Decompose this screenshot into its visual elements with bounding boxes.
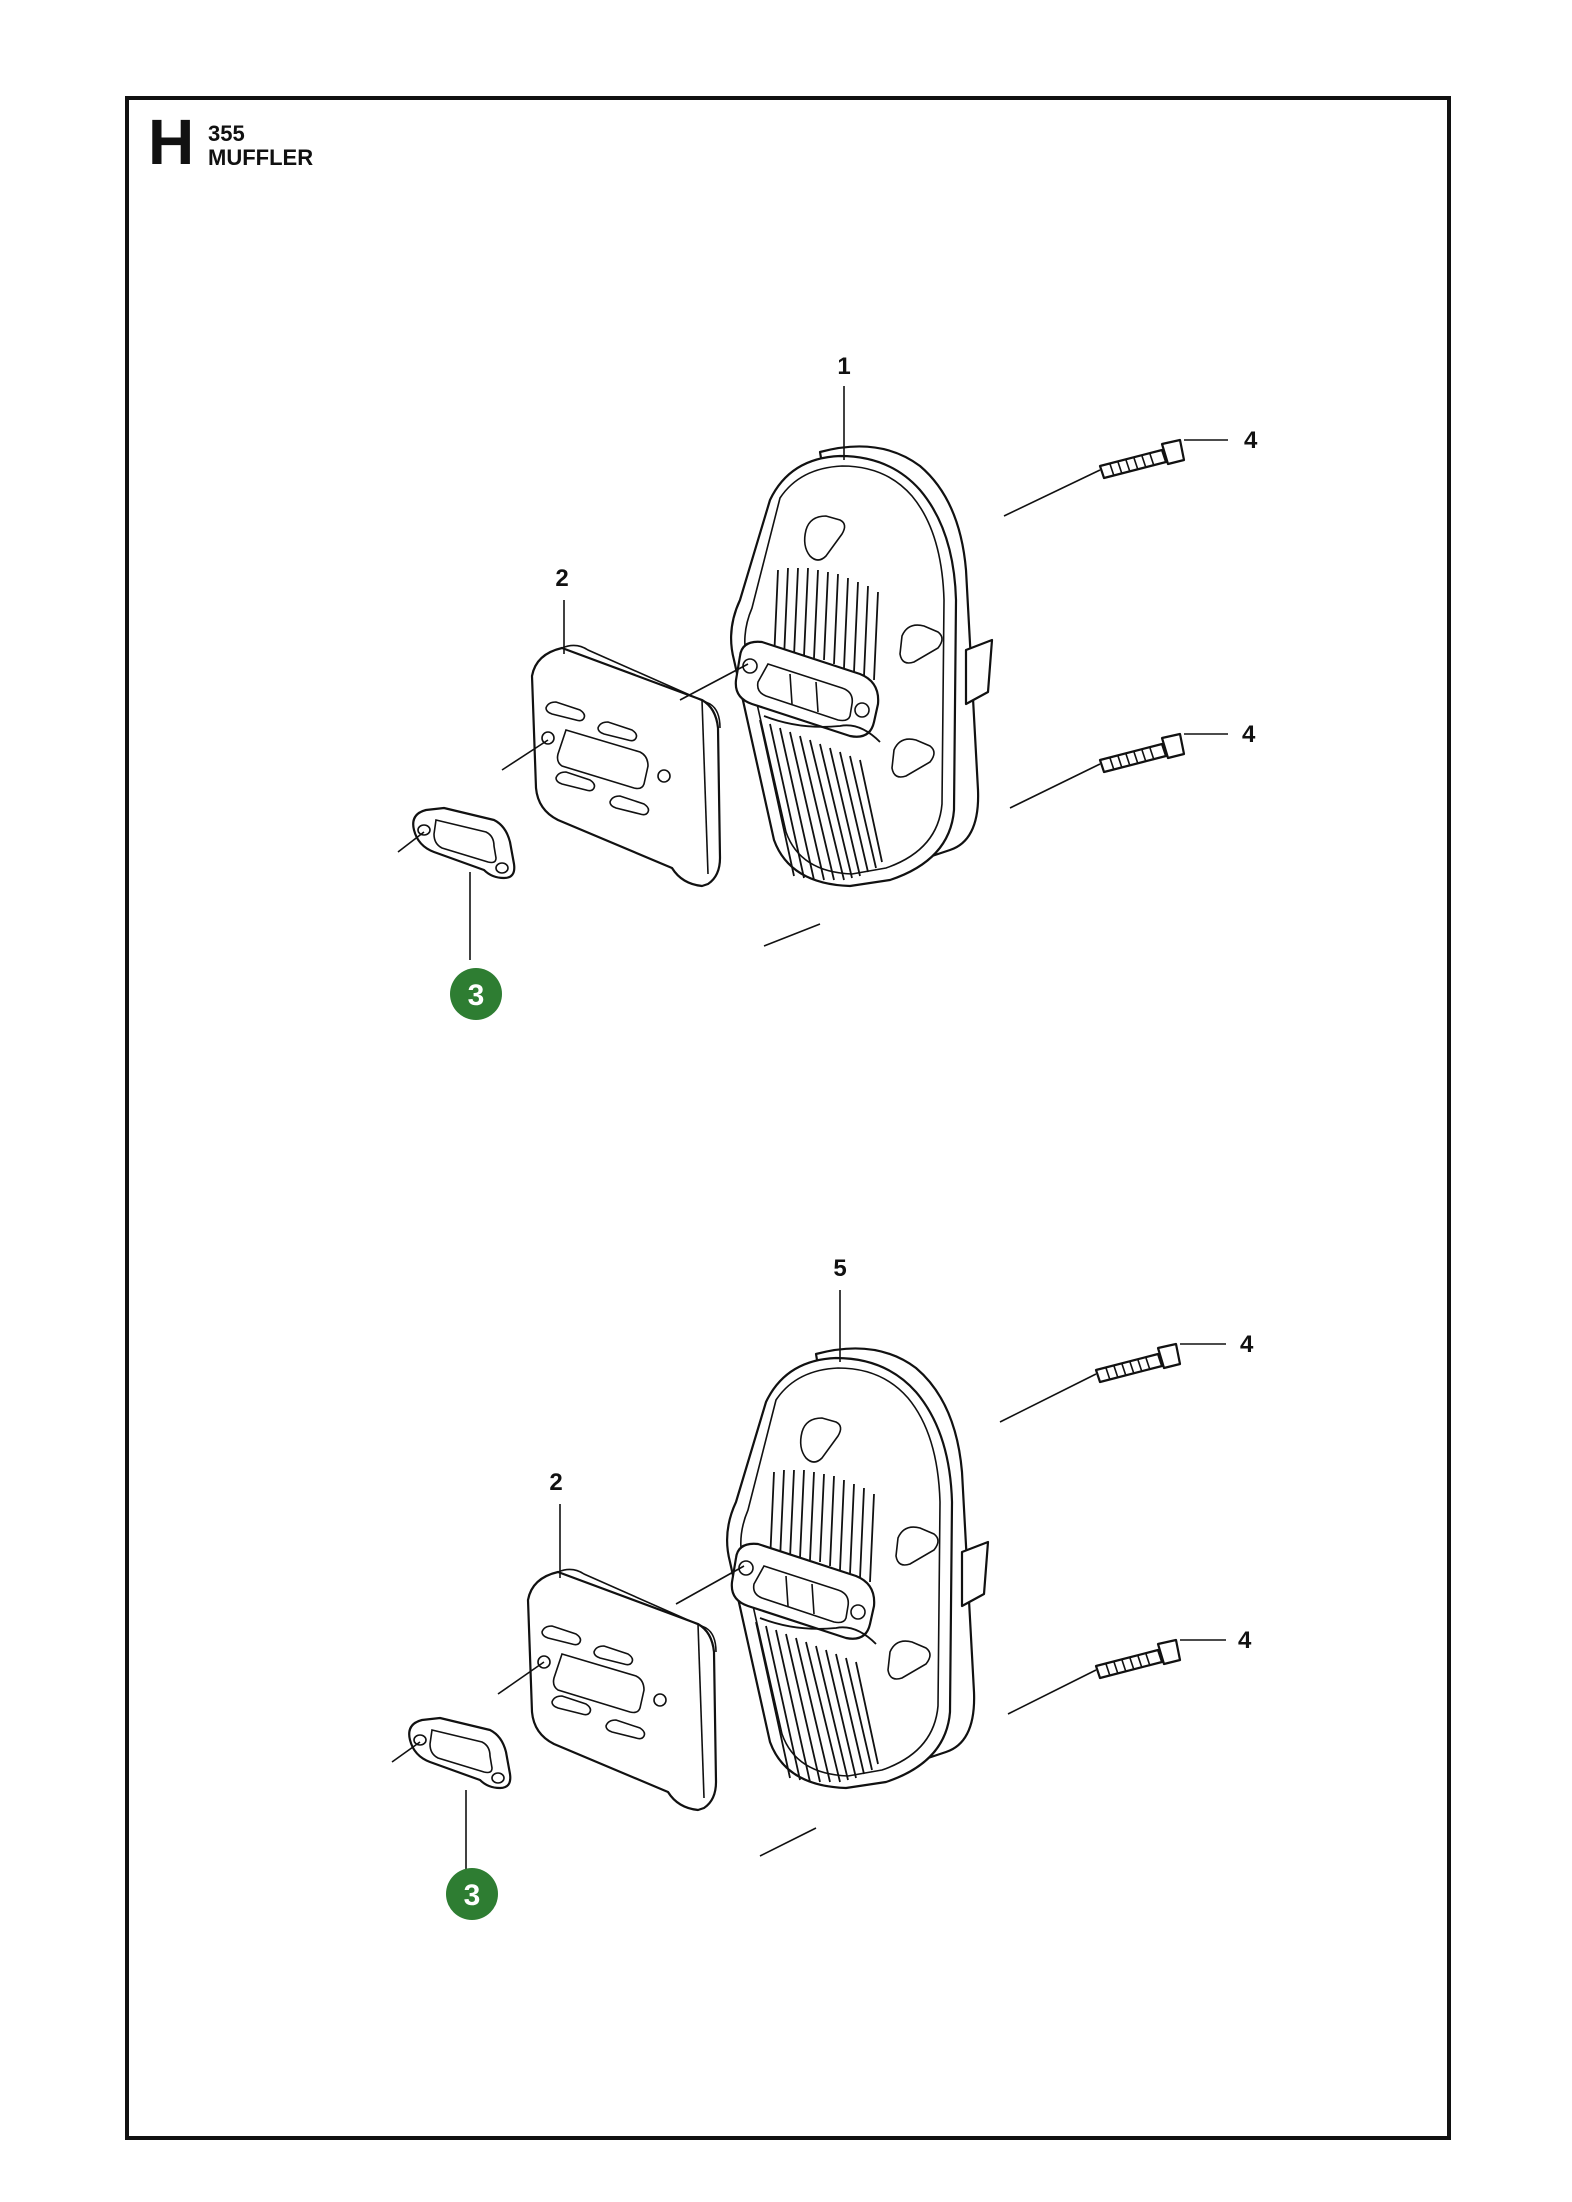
drawing-frame: [125, 96, 1451, 2140]
heat-shield-part-2: [526, 1568, 718, 1812]
gasket-part-3: [412, 806, 516, 880]
callout-1: 1: [837, 353, 850, 380]
highlight-badge-3: 3: [450, 968, 502, 1020]
assembly-line: [397, 831, 425, 853]
page-header: 355 MUFFLER: [208, 121, 314, 171]
screw-upper-part-4: [1094, 1342, 1182, 1384]
assembly-line: [1003, 469, 1101, 517]
assembly-line: [1009, 763, 1101, 809]
assembly-line: [675, 1565, 745, 1605]
page-title: MUFFLER: [208, 145, 314, 171]
callout-2: 2: [549, 1469, 562, 1496]
section-letter: H: [148, 106, 195, 178]
muffler-part-5: [725, 1347, 990, 1790]
callout-2: 2: [555, 565, 568, 592]
gasket-part-3: [408, 1716, 512, 1790]
heat-shield-part-2: [530, 644, 722, 888]
assembly-line: [999, 1373, 1097, 1423]
callout-5: 5: [833, 1255, 846, 1282]
assembly-2: 5 2 4 4 3: [391, 1255, 1254, 1920]
callout-4-lower: 4: [1238, 1627, 1252, 1654]
assembly-line: [679, 663, 749, 701]
assembly-line: [501, 739, 549, 771]
model-number: 355: [208, 121, 245, 146]
assembly-line: [763, 923, 821, 947]
callout-3: 3: [468, 979, 485, 1012]
callout-4-upper: 4: [1244, 427, 1258, 454]
screw-lower-part-4: [1098, 732, 1186, 774]
assembly-line: [759, 1827, 817, 1857]
callout-4-lower: 4: [1242, 721, 1256, 748]
screw-lower-part-4: [1094, 1638, 1182, 1680]
callout-3: 3: [464, 1879, 481, 1912]
muffler-part-1: [729, 445, 994, 888]
highlight-badge-3: 3: [446, 1868, 498, 1920]
screw-upper-part-4: [1098, 438, 1186, 480]
assembly-1: 1 2 4 4 3: [397, 353, 1258, 1020]
assembly-line: [497, 1661, 545, 1695]
assembly-line: [1007, 1669, 1097, 1715]
assembly-line: [391, 1741, 421, 1763]
callout-4-upper: 4: [1240, 1331, 1254, 1358]
